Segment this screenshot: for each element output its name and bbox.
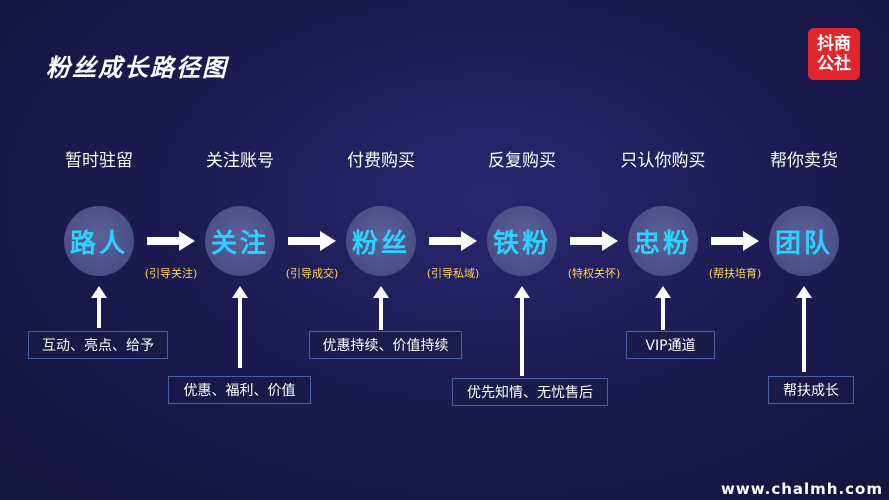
stage-label-4: 反复购买 <box>488 151 556 171</box>
arrow-up-icon <box>373 286 389 298</box>
transition-label-3: (引导私域) <box>426 267 480 280</box>
footer-url: www.chalmh.com <box>721 480 883 498</box>
node-fan: 粉丝 <box>346 206 416 276</box>
arrow-up-icon <box>655 286 671 298</box>
arrow-up-shaft <box>379 296 383 330</box>
arrow-up-shaft <box>238 296 242 368</box>
arrow-up-shaft <box>661 296 665 330</box>
driver-box-1: 互动、亮点、给予 <box>28 331 168 359</box>
stage-label-1: 暂时驻留 <box>65 151 133 171</box>
stage-label-2: 关注账号 <box>206 151 274 171</box>
node-team: 团队 <box>769 206 839 276</box>
arrow-up-icon <box>514 286 530 298</box>
driver-box-5: VIP通道 <box>626 331 715 359</box>
logo-line-2: 公社 <box>817 54 851 74</box>
arrow-up-shaft <box>802 296 806 372</box>
arrow-right-icon <box>147 231 195 251</box>
arrow-right-icon <box>288 231 336 251</box>
arrow-up-icon <box>232 286 248 298</box>
node-passerby: 路人 <box>64 206 134 276</box>
driver-box-2: 优惠、福利、价值 <box>168 376 311 404</box>
driver-box-4: 优先知情、无忧售后 <box>452 378 608 406</box>
node-iron-fan: 铁粉 <box>487 206 557 276</box>
stage-label-5: 只认你购买 <box>620 151 706 171</box>
arrow-up-shaft <box>97 296 101 328</box>
stage-label-6: 帮你卖货 <box>770 151 838 171</box>
logo-line-1: 抖商 <box>817 34 851 54</box>
node-follower: 关注 <box>205 206 275 276</box>
transition-label-2: (引导成交) <box>285 267 339 280</box>
page-title: 粉丝成长路径图 <box>46 54 228 82</box>
arrow-up-icon <box>796 286 812 298</box>
arrow-right-icon <box>570 231 618 251</box>
node-loyal-fan: 忠粉 <box>628 206 698 276</box>
arrow-up-shaft <box>520 296 524 376</box>
transition-label-1: (引导关注) <box>144 267 198 280</box>
driver-box-6: 帮扶成长 <box>768 376 854 404</box>
transition-label-5: (帮扶培育) <box>708 267 762 280</box>
stage-label-3: 付费购买 <box>347 151 415 171</box>
arrow-right-icon <box>429 231 477 251</box>
arrow-right-icon <box>711 231 759 251</box>
brand-logo: 抖商 公社 <box>808 28 860 80</box>
driver-box-3: 优惠持续、价值持续 <box>309 331 462 359</box>
transition-label-4: (特权关怀) <box>567 267 621 280</box>
arrow-up-icon <box>91 286 107 298</box>
